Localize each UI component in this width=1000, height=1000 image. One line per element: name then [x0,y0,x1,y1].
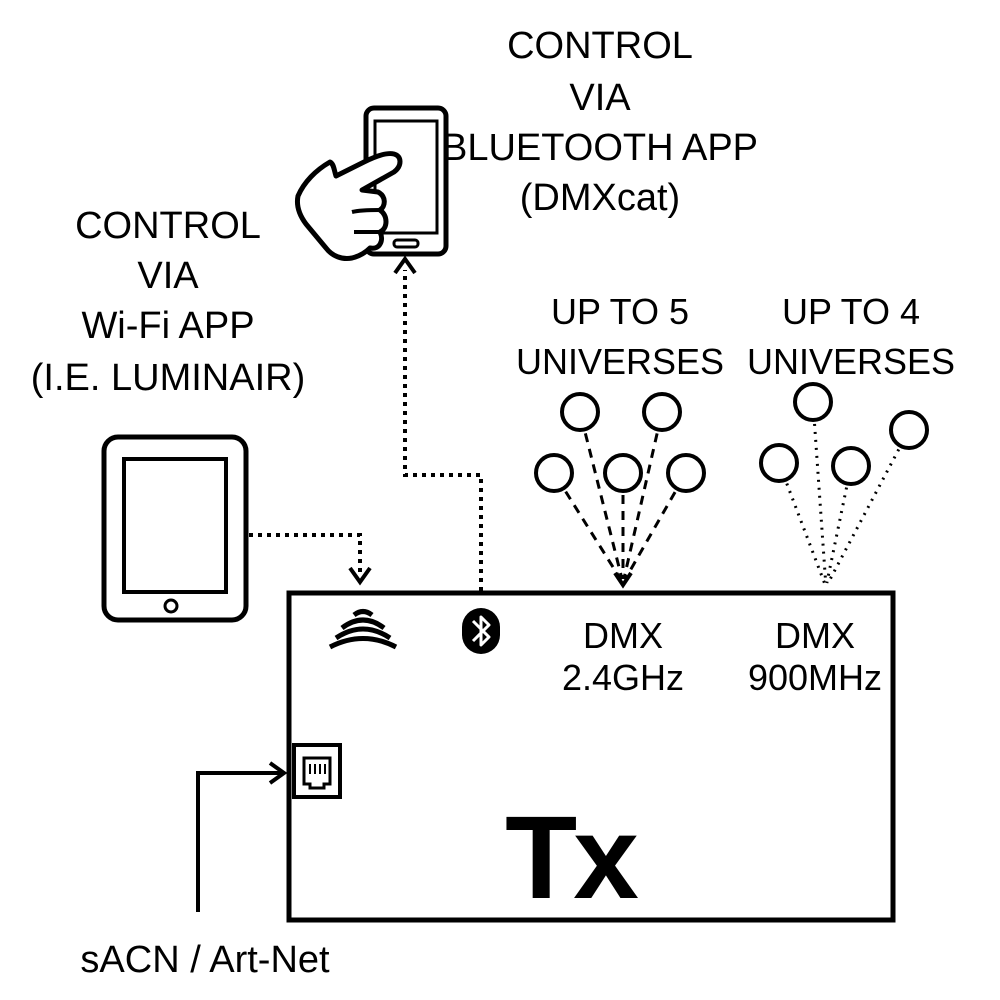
wifi-line-3: Wi-Fi APP [81,305,254,347]
wifi-link-line [249,533,362,577]
hand-pointing-icon [295,151,403,261]
universe-node-900-3 [759,443,799,483]
universe-node-24-1 [560,392,600,432]
universe-node-900-2 [889,410,929,450]
dmx-24-label: DMX [583,615,663,656]
bt-line-4: (DMXcat) [520,177,680,219]
bt-line-2: VIA [569,77,631,119]
universe-link-900-3 [785,483,826,584]
universe-node-900-1 [793,382,833,422]
universe-node-24-3 [534,453,574,493]
bluetooth-control-label: CONTROL VIA BLUETOOTH APP (DMXcat) [442,25,758,219]
dmx-24-frequency: 2.4GHz [562,657,684,698]
bluetooth-icon [462,608,500,654]
bt-line-3: BLUETOOTH APP [442,127,758,169]
universe-node-900-4 [831,446,871,486]
universe-node-24-2 [642,392,682,432]
transmitter-box [286,590,896,923]
universe-link-900-2 [826,448,901,585]
wifi-control-label: CONTROL VIA Wi-Fi APP (I.E. LUMINAIR) [31,205,305,399]
transmitter-label: Tx [505,792,638,924]
wifi-line-4: (I.E. LUMINAIR) [31,357,305,399]
dmx-900-label: DMX [775,615,855,656]
universe-link-24-5 [623,491,677,581]
universe-link-24-3 [564,490,623,581]
wifi-icon [328,609,398,650]
wifi-line-2: VIA [137,255,199,297]
universe-node-24-4 [603,453,643,493]
bluetooth-link-line [403,270,483,591]
bluetooth-link-arrowhead [393,255,417,275]
universe-link-900-4 [825,487,849,584]
tablet-icon [101,434,249,623]
network-input-label: sACN / Art-Net [80,939,330,981]
universes-900-line-2: UNIVERSES [747,341,955,382]
universes-24-line-2: UNIVERSES [516,341,724,382]
wifi-link-arrowhead [348,566,372,586]
universes-900-line-1: UP TO 4 [782,291,920,332]
universe-group-900mhz [759,382,929,585]
universe-group-24ghz [534,392,706,589]
network-input-line [196,771,282,912]
bt-line-1: CONTROL [507,25,693,67]
ethernet-port-icon [292,743,342,799]
universe-node-24-5 [666,453,706,493]
universes-24-line-1: UP TO 5 [551,291,689,332]
network-input-arrowhead [268,761,288,785]
dmx-900-frequency: 900MHz [748,657,882,698]
universe-link-24-2 [622,433,659,580]
wifi-line-1: CONTROL [75,205,261,247]
universe-arrowhead-24 [613,571,633,589]
